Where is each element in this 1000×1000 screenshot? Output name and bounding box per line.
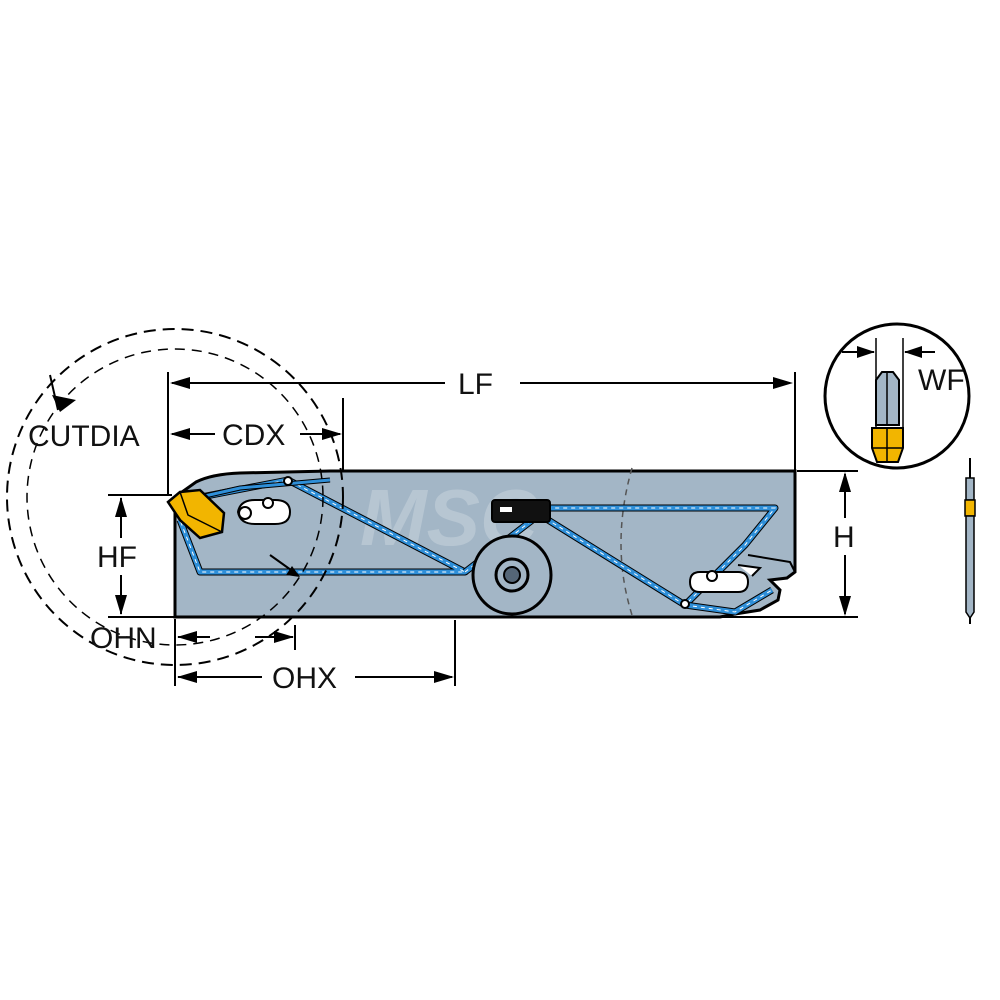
- fitting-dot: [283, 476, 293, 486]
- ohn-arrow-left: [177, 631, 197, 643]
- ohx-label: OHX: [272, 662, 337, 695]
- coolant-connector: [491, 499, 551, 523]
- wf-arrow-right: [904, 346, 922, 358]
- h-arrow-top: [839, 472, 851, 492]
- detail-view-wf: [823, 322, 971, 470]
- cutdia-label: CUTDIA: [28, 420, 140, 453]
- lf-arrow-left: [170, 377, 190, 389]
- cdx-arrow-right: [322, 428, 342, 440]
- lf-arrow-right: [773, 377, 793, 389]
- side-view-blade: [964, 458, 976, 624]
- h-arrow-bottom: [839, 596, 851, 616]
- ohx-arrow-right: [434, 671, 454, 683]
- cutdia-circle: [6, 328, 344, 666]
- hf-arrow-top: [115, 497, 127, 517]
- h-label: H: [833, 521, 855, 554]
- connector-mark: [500, 507, 512, 512]
- wf-arrow-left: [857, 346, 875, 358]
- cdx-label: CDX: [222, 419, 285, 452]
- cutdia-arrowhead: [52, 395, 76, 412]
- holder-notch: [747, 554, 796, 573]
- hf-label: HF: [97, 541, 137, 574]
- clamp-slot-right: [688, 564, 763, 593]
- insert-edge: [179, 491, 223, 533]
- wf-label: WF: [918, 364, 965, 397]
- radius-arrowhead: [286, 566, 300, 577]
- cdx-arrow-left: [170, 428, 190, 440]
- coolant-channels: [176, 476, 779, 616]
- clamp-screw-center: [503, 566, 521, 584]
- ohn-arrow-right: [274, 631, 294, 643]
- fitting-dot: [680, 599, 690, 609]
- inner-dashed-circle: [26, 348, 324, 646]
- ohx-arrow-left: [177, 671, 197, 683]
- clamp-screw-ring: [494, 557, 530, 593]
- ohn-label: OHN: [90, 622, 157, 655]
- hidden-arc-right: [620, 467, 633, 616]
- lf-label: LF: [458, 368, 493, 401]
- hf-arrow-bottom: [115, 595, 127, 615]
